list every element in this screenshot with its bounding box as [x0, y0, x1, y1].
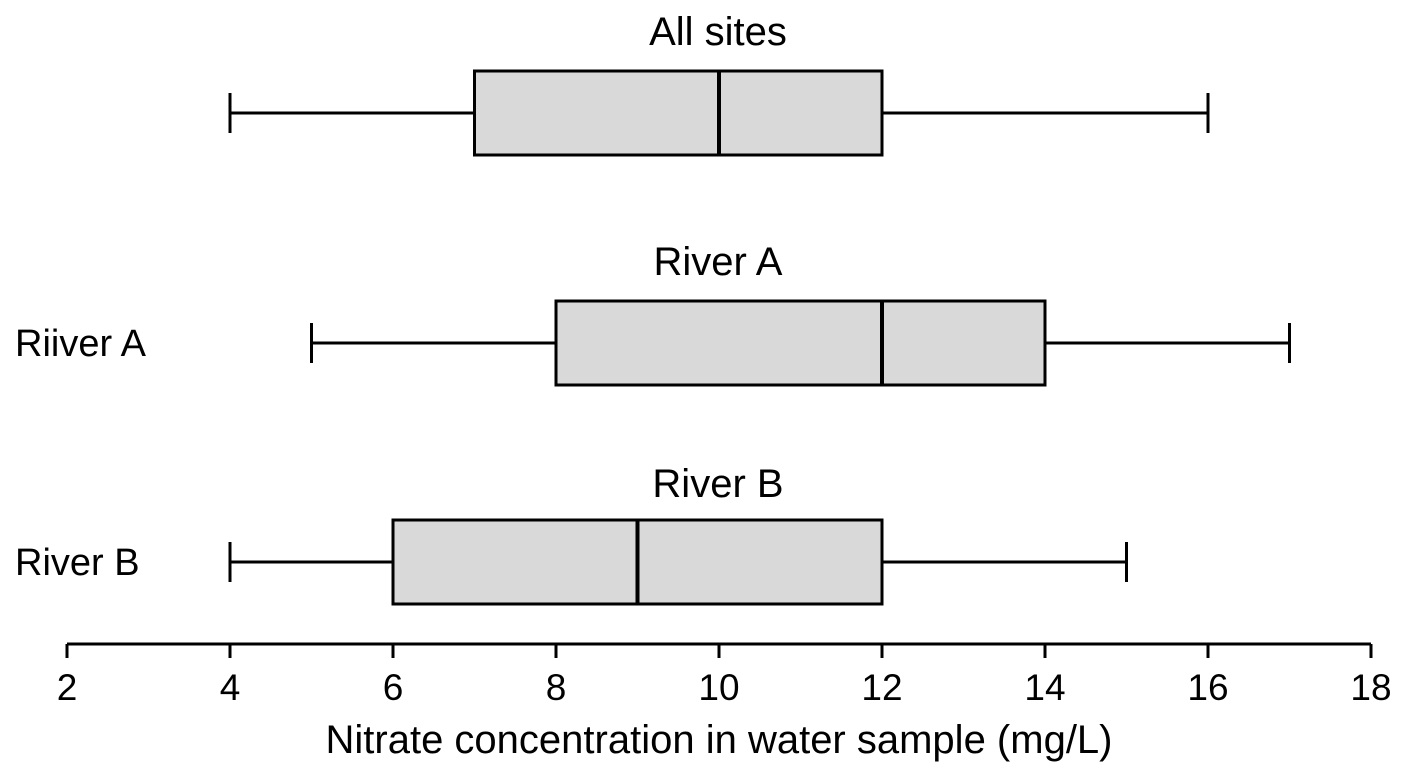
box-group-2: River B River B: [15, 462, 1128, 606]
box-group-1: River A Riiver A: [15, 240, 1291, 387]
iqr-box: [554, 299, 1047, 387]
x-tick-label: 10: [698, 667, 739, 708]
x-tick-label: 4: [220, 667, 241, 708]
box-title: River B: [652, 462, 783, 506]
x-axis-title: Nitrate concentration in water sample (m…: [326, 718, 1113, 762]
x-tick-label: 2: [57, 667, 78, 708]
x-tick-label: 6: [383, 667, 404, 708]
box-group-0: All sites: [228, 10, 1210, 157]
x-tick-label: 16: [1187, 667, 1228, 708]
box-title: All sites: [649, 10, 787, 54]
row-label: Riiver A: [15, 323, 147, 365]
iqr-box: [473, 69, 884, 157]
x-tick-label: 18: [1350, 667, 1391, 708]
x-tick-label: 12: [861, 667, 902, 708]
x-tick-label: 14: [1024, 667, 1065, 708]
box-title: River A: [654, 240, 783, 284]
row-label: River B: [15, 542, 140, 584]
x-axis: 2 4 6 8 10 12 14 16 18: [57, 642, 1392, 708]
x-tick-label: 8: [546, 667, 567, 708]
